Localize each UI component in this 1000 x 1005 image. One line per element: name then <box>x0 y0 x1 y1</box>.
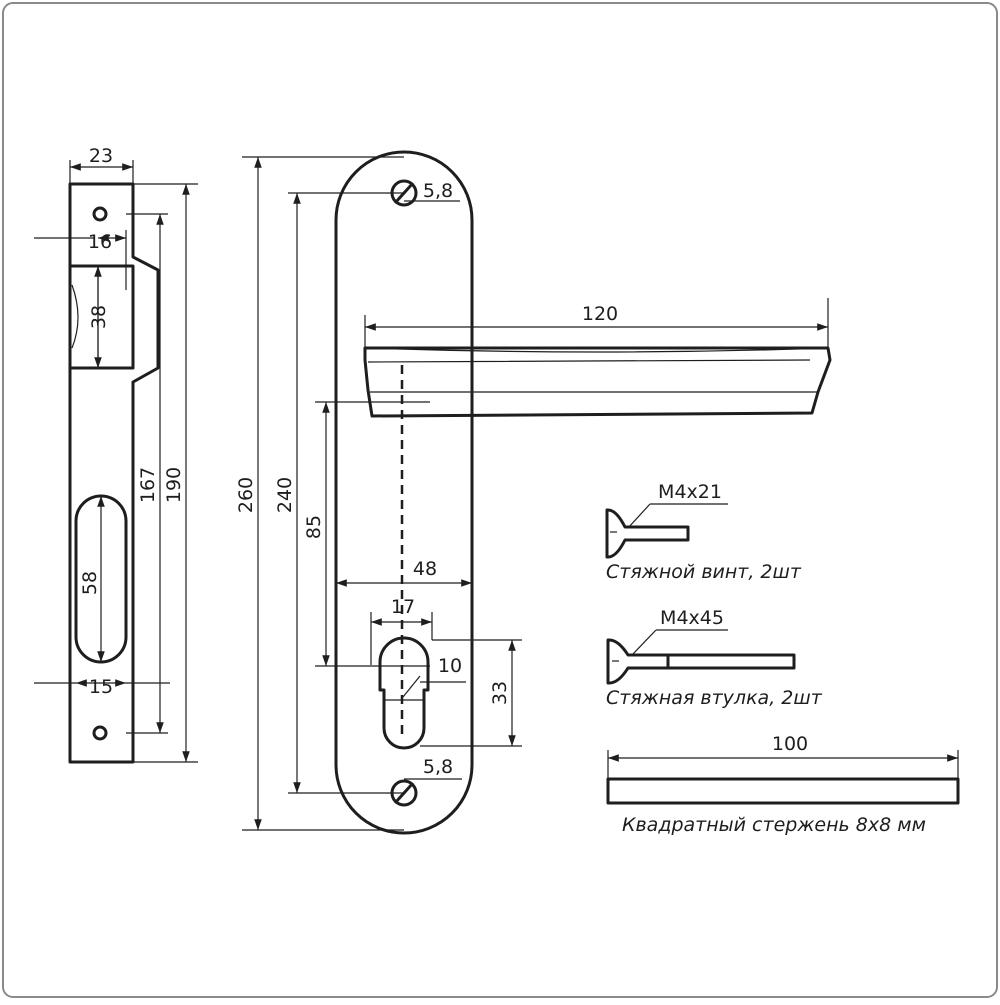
screw-icon <box>605 508 690 559</box>
dim-slot-58: 58 <box>79 571 101 595</box>
strike-bottom-hole-icon <box>92 725 108 741</box>
clamp-sleeve: M4x45 Стяжная втулка, 2шт <box>606 607 823 709</box>
strike-top-hole-icon <box>92 206 108 222</box>
sleeve-size-label: M4x45 <box>660 607 724 629</box>
dim-spacing-240: 240 <box>274 477 296 513</box>
cylinder-cutout <box>378 636 430 750</box>
latch-cutout-curve <box>71 284 79 349</box>
dim-hole-5-8-top: 5,8 <box>423 180 453 202</box>
parts-list: M4x21 Стяжной винт, 2шт M4x45 Стяжная вт… <box>605 481 960 836</box>
backplate-outline <box>334 150 474 835</box>
dim-cylinder-33: 33 <box>489 681 511 705</box>
lever-handle-edges <box>367 359 818 393</box>
dim-cylinder-17: 17 <box>391 596 415 618</box>
lever-handle <box>363 346 832 418</box>
dim-centre-85: 85 <box>303 515 325 539</box>
dim-width-23: 23 <box>89 145 113 167</box>
square-rod-icon <box>606 777 960 805</box>
backplate: 260 240 85 48 17 10 33 5,8 5,8 <box>235 150 832 835</box>
square-rod: 100 Квадратный стержень 8x8 мм <box>606 733 960 836</box>
sleeve-caption: Стяжная втулка, 2шт <box>606 687 823 709</box>
dim-rod-100: 100 <box>772 733 808 755</box>
dim-cutout-16: 16 <box>88 231 112 253</box>
strike-plate: 23 16 38 58 15 167 190 <box>34 145 198 764</box>
dim-cutout-38: 38 <box>88 305 110 329</box>
dim-cylinder-10: 10 <box>438 655 462 677</box>
dim-length-190: 190 <box>163 467 185 503</box>
dim-total-260: 260 <box>235 477 257 513</box>
dim-hole-5-8-bottom: 5,8 <box>423 756 453 778</box>
dim-hole-spacing-167: 167 <box>137 467 159 503</box>
dim-width-48: 48 <box>413 558 437 580</box>
clamp-screw: M4x21 Стяжной винт, 2шт <box>605 481 802 583</box>
screw-caption: Стяжной винт, 2шт <box>606 561 802 583</box>
dim-slot-15: 15 <box>89 676 113 698</box>
dim-handle-120: 120 <box>582 303 618 325</box>
screw-size-label: M4x21 <box>658 481 722 503</box>
rod-caption: Квадратный стержень 8x8 мм <box>622 814 926 836</box>
sleeve-icon <box>606 638 796 685</box>
